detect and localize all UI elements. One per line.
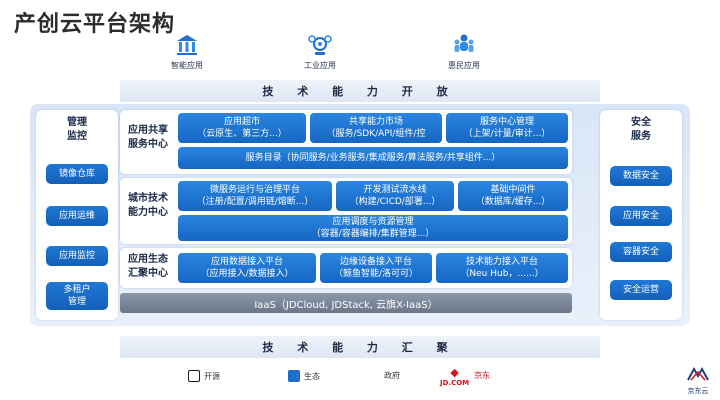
scheduling-box[interactable]: 应用调度与资源管理 （容器/容器编排/集群管理...） — [178, 215, 568, 241]
partner-row: 开源 生态 政府 ◆ JD.COM 京东 — [0, 364, 720, 394]
gears-person-icon — [307, 32, 333, 58]
partner-ecosystem: 生态 — [288, 370, 320, 382]
app-monitor-button[interactable]: 应用监控 — [46, 246, 108, 266]
page-title: 产创云平台架构 — [14, 12, 176, 37]
partner-jd: ◆ JD.COM — [440, 366, 470, 387]
city-tech-section: 城市技术 能力中心 微服务运行与治理平台 （注册/配置/调用链/熔断...） 开… — [120, 178, 572, 244]
microservice-box[interactable]: 微服务运行与治理平台 （注册/配置/调用链/熔断...） — [178, 181, 332, 211]
app-market-box[interactable]: 应用超市 （云原生、第三方...） — [178, 113, 306, 143]
ecosystem-section-title: 应用生态 汇聚中心 — [128, 254, 168, 279]
management-header: 管理 监控 — [67, 117, 87, 142]
city-section-title: 城市技术 能力中心 — [128, 193, 168, 218]
shared-service-section: 应用共享 服务中心 应用超市 （云原生、第三方...） 共享能力市场 （服务/S… — [120, 110, 572, 174]
data-security-button[interactable]: 数据安全 — [610, 166, 672, 186]
partner-opensource: 开源 — [188, 370, 220, 382]
capability-market-box[interactable]: 共享能力市场 （服务/SDK/API/组件/控 — [310, 113, 442, 143]
image-repo-button[interactable]: 镜像仓库 — [46, 164, 108, 184]
app-citizen: 惠民应用 — [424, 32, 504, 71]
app-smart: 智能应用 — [147, 32, 227, 71]
middleware-box[interactable]: 基础中间件 （数据库/缓存...） — [458, 181, 568, 211]
opensource-icon — [188, 370, 200, 382]
jdcloud-logo-icon — [687, 366, 709, 381]
partner-jingdong: 京东 — [474, 371, 490, 380]
iaas-bar[interactable]: IaaS（JDCloud, JDStack, 云旗X-IaaS） — [120, 293, 572, 313]
container-security-button[interactable]: 容器安全 — [610, 242, 672, 262]
management-column: 管理 监控 镜像仓库 应用运维 应用监控 多租户 管理 — [36, 110, 118, 320]
tech-capability-access-box[interactable]: 技术能力接入平台 （Neu Hub，......） — [436, 253, 568, 283]
jdcloud-brand: 京东云 — [680, 366, 716, 396]
app-icons-row: 智能应用 工业应用 惠民应用 — [0, 32, 720, 82]
ecosystem-icon — [288, 370, 300, 382]
app-ops-button[interactable]: 应用运维 — [46, 206, 108, 226]
multi-tenant-button[interactable]: 多租户 管理 — [46, 282, 108, 310]
tech-converge-band: 技 术 能 力 汇 聚 — [120, 336, 600, 358]
security-header: 安全 服务 — [631, 117, 651, 142]
security-ops-button[interactable]: 安全运营 — [610, 280, 672, 300]
shared-section-title: 应用共享 服务中心 — [128, 125, 168, 150]
app-industry: 工业应用 — [280, 32, 360, 71]
app-label: 智能应用 — [171, 61, 203, 70]
security-column: 安全 服务 数据安全 应用安全 容器安全 安全运营 — [600, 110, 682, 320]
app-data-access-box[interactable]: 应用数据接入平台 （应用接入/数据接入） — [178, 253, 316, 283]
partner-government: 政府 — [384, 371, 400, 380]
people-icon — [451, 32, 477, 58]
ecosystem-section: 应用生态 汇聚中心 应用数据接入平台 （应用接入/数据接入） 边缘设备接入平台 … — [120, 248, 572, 288]
service-center-box[interactable]: 服务中心管理 （上架/计量/审计...） — [446, 113, 568, 143]
tech-open-band: 技 术 能 力 开 放 — [120, 80, 600, 102]
app-security-button[interactable]: 应用安全 — [610, 206, 672, 226]
app-label: 工业应用 — [304, 61, 336, 70]
building-icon — [174, 32, 200, 58]
jd-dog-icon: ◆ — [450, 366, 459, 379]
devtest-pipeline-box[interactable]: 开发测试流水线 （构建/CICD/部署...） — [336, 181, 454, 211]
edge-device-box[interactable]: 边缘设备接入平台 （鲸鱼智能/洛可可） — [320, 253, 432, 283]
app-label: 惠民应用 — [448, 61, 480, 70]
service-catalog-box[interactable]: 服务目录（协同服务/业务服务/集成服务/算法服务/共享组件...） — [178, 147, 568, 169]
